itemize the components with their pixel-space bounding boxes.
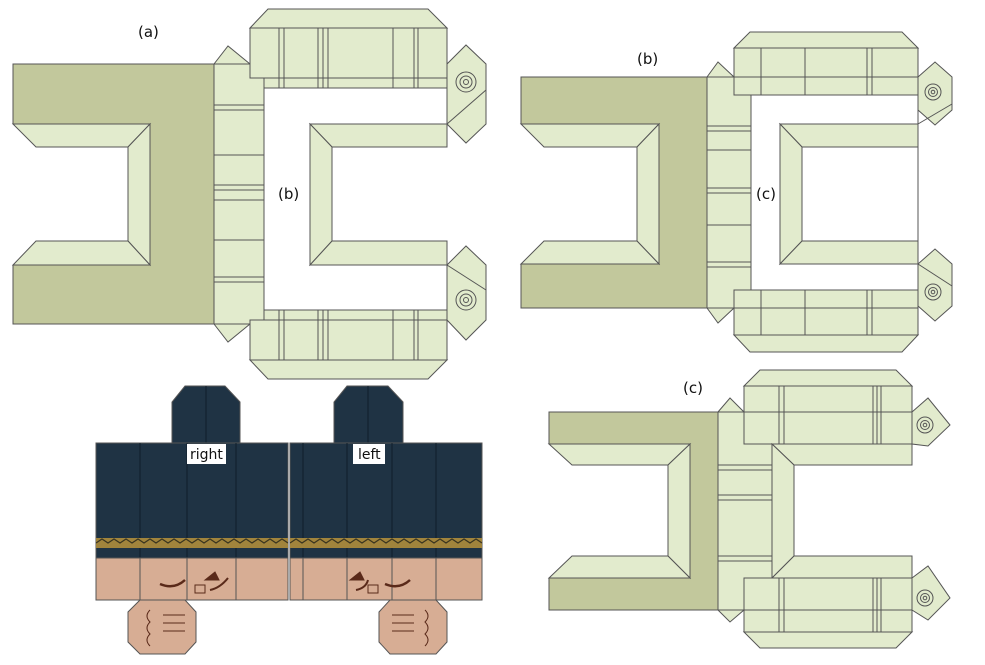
label-part-b-inner: (b) <box>278 185 299 203</box>
piece-a-bottom-cap <box>248 359 449 380</box>
spiral-icon <box>455 71 477 93</box>
piece-a-strip <box>213 63 265 325</box>
piece-a-tab-top <box>212 45 252 65</box>
piece-c-top-cap <box>742 369 914 387</box>
piece-b-spiral-tab-bottom <box>917 248 953 322</box>
piece-c-bottom-panel <box>743 577 913 633</box>
leg-left-skin <box>289 557 483 601</box>
piece-b-bottom-panel <box>733 289 919 336</box>
piece-a-bevel-top <box>11 123 152 148</box>
spiral-icon <box>924 283 942 301</box>
tag-right-bg <box>187 444 226 464</box>
label-part-b: (b) <box>637 50 658 68</box>
leg-left-knee-mark <box>384 579 411 588</box>
piece-b-bottom-cap <box>732 334 920 353</box>
tag-right: right <box>190 447 223 463</box>
piece-a-c-bevel-left <box>309 122 333 267</box>
piece-c-top-panel <box>743 385 913 445</box>
label-part-c-inner: (c) <box>756 185 776 203</box>
leg-right-skin <box>95 557 289 601</box>
label-part-a: (a) <box>138 23 159 41</box>
leg-right <box>95 385 289 655</box>
leg-right-foot-tab <box>127 599 197 655</box>
piece-c-spiral-tab-top <box>911 397 951 447</box>
piece-a <box>11 8 487 380</box>
label-part-c: (c) <box>683 379 703 397</box>
piece-a-bottom-panel <box>249 319 448 361</box>
piece-a-c-bevel-top <box>308 123 448 148</box>
piece-c-bottom-cap <box>742 631 914 649</box>
piece-b-dark-side <box>520 76 708 309</box>
piece-b-top-panel <box>733 47 919 96</box>
tag-left: left <box>358 447 381 463</box>
piece-a-bevel-inner <box>127 122 151 267</box>
piece-a-dark-side <box>12 63 215 325</box>
piece-b-spiral-tab-top <box>917 61 953 126</box>
piece-c <box>547 369 951 649</box>
piece-a-bevel-bottom <box>11 240 152 266</box>
spiral-icon <box>916 416 934 434</box>
spiral-icon <box>455 289 477 311</box>
piece-a-top-panel <box>249 27 448 79</box>
leg-left <box>289 385 483 655</box>
piece-a-spiral-tab-top <box>446 44 487 144</box>
spiral-icon <box>924 83 942 101</box>
tag-left-bg <box>353 444 385 464</box>
leg-left-foot-tab <box>378 599 448 655</box>
piece-c-dark-side <box>548 411 719 611</box>
piece-b <box>519 31 953 353</box>
piece-a-c-bevel-bottom <box>308 240 448 266</box>
leg-right-knee-mark <box>159 579 186 588</box>
spiral-icon <box>916 589 934 607</box>
piece-a-top-cap <box>248 8 449 29</box>
piece-a-spiral-tab-bottom <box>446 245 487 341</box>
piece-a-tab-bottom <box>212 323 252 343</box>
piece-b-top-cap <box>732 31 920 49</box>
